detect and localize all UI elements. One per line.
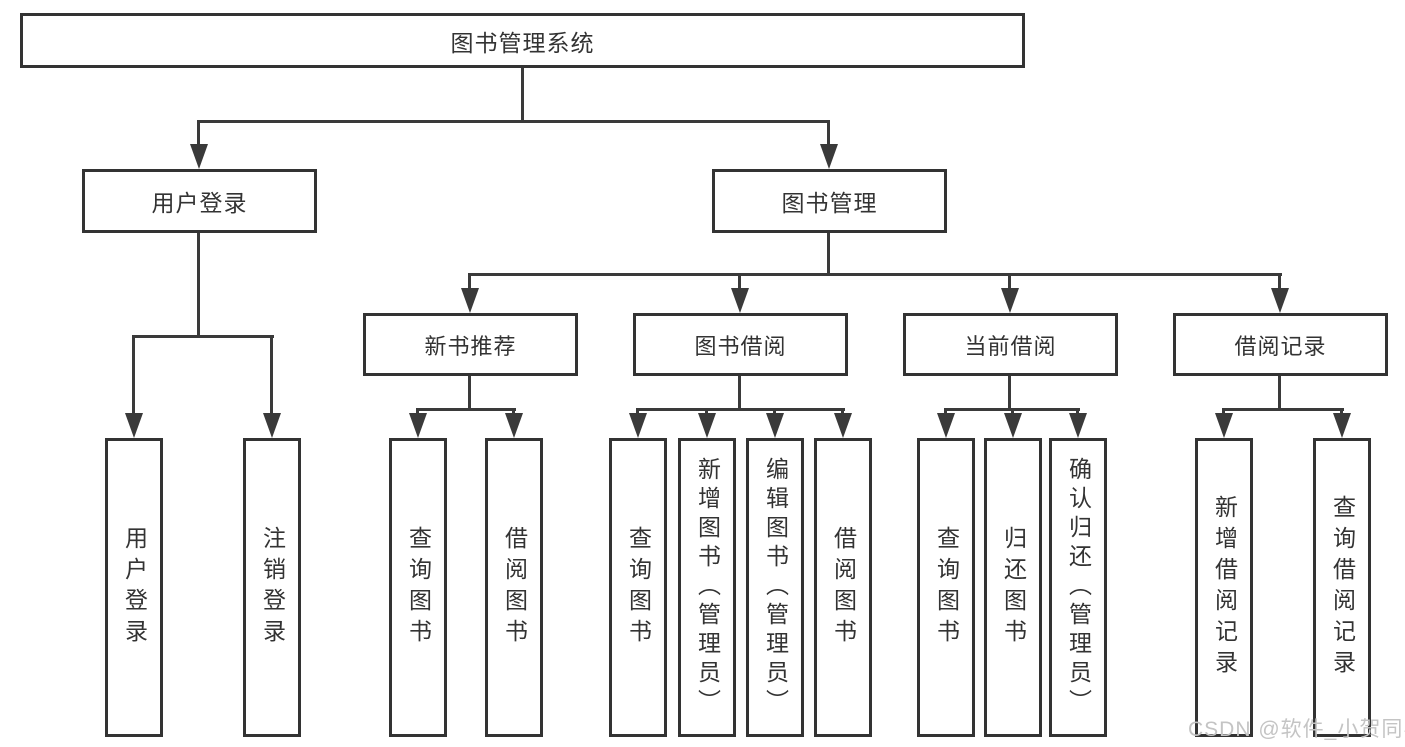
leaf-add-books-admin: 新增图书（管理员） [678, 438, 736, 737]
node-user-login-branch: 用户登录 [82, 169, 317, 233]
leaf-query-books-2: 查询图书 [609, 438, 667, 737]
leaf-edit-books-admin: 编辑图书（管理员） [746, 438, 804, 737]
node-label: 图书借阅 [694, 333, 787, 359]
node-root: 图书管理系统 [20, 13, 1025, 68]
node-label: 用户登录 [151, 190, 248, 216]
connector-g1-drop [468, 376, 471, 410]
leaf-label: 注销登录 [259, 525, 286, 650]
leaf-label: 查询图书 [625, 525, 652, 650]
arrow-down-icon [698, 413, 716, 438]
connector-to-module-4 [1278, 273, 1281, 291]
connector-user-drop [197, 233, 200, 337]
arrow-down-icon [629, 413, 647, 438]
leaf-query-books-1: 查询图书 [389, 438, 447, 737]
connector-root-trunk [521, 68, 524, 122]
leaf-label: 用户登录 [121, 525, 148, 650]
connector-user-bar [132, 335, 274, 338]
leaf-add-borrow-record: 新增借阅记录 [1195, 438, 1253, 737]
connector-to-module-3 [1008, 273, 1011, 291]
arrow-down-icon [834, 413, 852, 438]
connector-g3-drop [1008, 376, 1011, 410]
node-label: 当前借阅 [964, 333, 1057, 359]
node-label: 借阅记录 [1234, 333, 1327, 359]
connector-to-module-1 [468, 273, 471, 291]
leaf-label: 查询图书 [933, 525, 960, 650]
leaf-logout: 注销登录 [243, 438, 301, 737]
connector-g1-bar [416, 408, 516, 411]
arrow-down-icon [125, 413, 143, 438]
leaf-label: 查询借阅记录 [1329, 494, 1356, 681]
arrow-down-icon [190, 144, 208, 169]
arrow-down-icon [409, 413, 427, 438]
node-label: 图书管理 [781, 190, 878, 216]
arrow-down-icon [263, 413, 281, 438]
connector-level1-bar [198, 120, 830, 123]
arrow-down-icon [731, 288, 749, 313]
connector-g4-bar [1222, 408, 1344, 411]
leaf-label: 借阅图书 [830, 525, 857, 650]
leaf-confirm-return-admin: 确认归还（管理员） [1049, 438, 1107, 737]
connector-g2-drop [738, 376, 741, 410]
arrow-down-icon [1001, 288, 1019, 313]
leaf-query-borrow-record: 查询借阅记录 [1313, 438, 1371, 737]
connector-user-child-2 [270, 335, 273, 415]
connector-to-module-2 [738, 273, 741, 291]
leaf-label: 查询图书 [405, 525, 432, 650]
arrow-down-icon [1069, 413, 1087, 438]
arrow-down-icon [505, 413, 523, 438]
leaf-label: 借阅图书 [501, 525, 528, 650]
leaf-user-login: 用户登录 [105, 438, 163, 737]
arrow-down-icon [820, 144, 838, 169]
arrow-down-icon [1215, 413, 1233, 438]
csdn-watermark: CSDN @软件_小贺同学 [1188, 718, 1405, 741]
connector-level3-bar [468, 273, 1282, 276]
connector-g4-drop [1278, 376, 1281, 410]
leaf-borrow-books-2: 借阅图书 [814, 438, 872, 737]
node-borrow-records: 借阅记录 [1173, 313, 1388, 376]
leaf-borrow-books-1: 借阅图书 [485, 438, 543, 737]
connector-to-user-login [197, 120, 200, 148]
node-label: 新书推荐 [424, 333, 517, 359]
leaf-return-books: 归还图书 [984, 438, 1042, 737]
arrow-down-icon [937, 413, 955, 438]
node-current-borrow: 当前借阅 [903, 313, 1118, 376]
leaf-query-books-3: 查询图书 [917, 438, 975, 737]
arrow-down-icon [766, 413, 784, 438]
connector-user-child-1 [132, 335, 135, 415]
node-book-borrow: 图书借阅 [633, 313, 848, 376]
arrow-down-icon [1333, 413, 1351, 438]
leaf-label: 确认归还（管理员） [1065, 457, 1092, 718]
leaf-label: 归还图书 [1000, 525, 1027, 650]
node-root-label: 图书管理系统 [450, 29, 595, 56]
connector-book-drop [827, 233, 830, 276]
connector-to-book-mgmt [827, 120, 830, 148]
leaf-label: 新增图书（管理员） [694, 457, 721, 718]
arrow-down-icon [1271, 288, 1289, 313]
node-new-book-recommend: 新书推荐 [363, 313, 578, 376]
connector-g2-bar [636, 408, 845, 411]
arrow-down-icon [461, 288, 479, 313]
node-book-management-branch: 图书管理 [712, 169, 947, 233]
leaf-label: 新增借阅记录 [1211, 494, 1238, 681]
leaf-label: 编辑图书（管理员） [762, 457, 789, 718]
arrow-down-icon [1004, 413, 1022, 438]
